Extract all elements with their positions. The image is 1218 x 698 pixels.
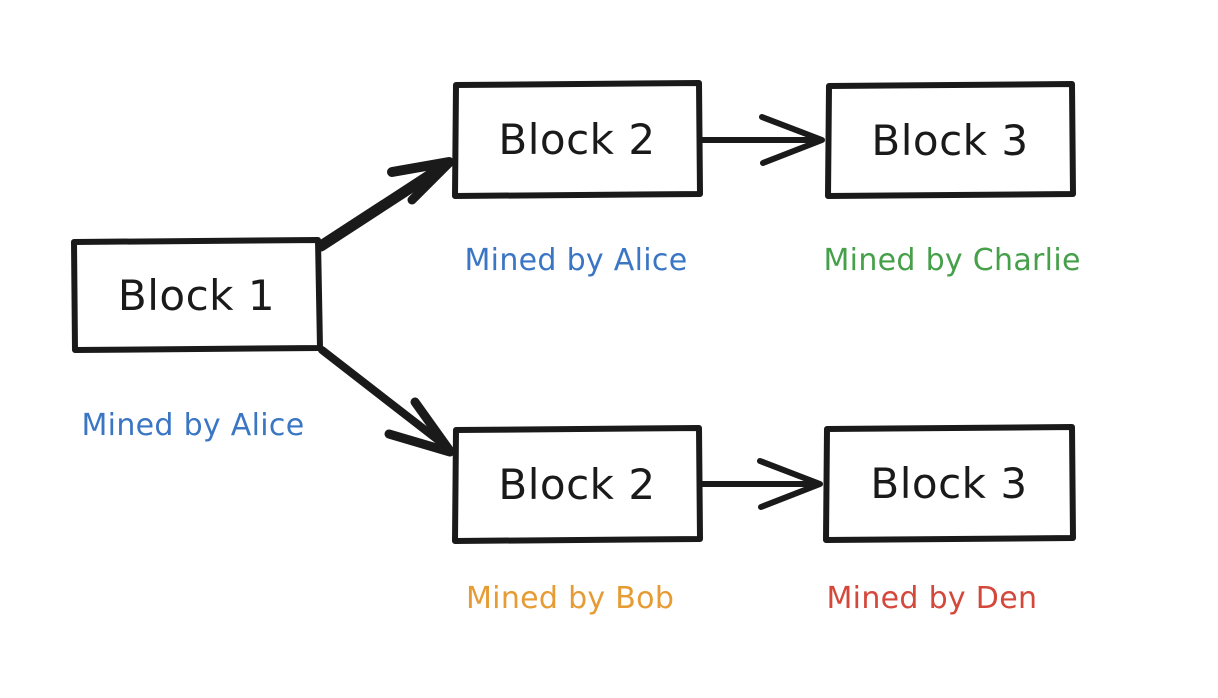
arrow-fork-up-head-upper [387,157,454,177]
miner-label-block-3-top: Mined by Charlie [823,243,1081,278]
arrow-fork-down-head-lower [384,429,455,457]
block-2-top-shape[interactable] [452,80,703,199]
miner-label-block-3-bottom: Mined by Den [826,581,1038,616]
arrow-top-chain [699,114,825,166]
block-2-bottom-label: Block 2 [498,460,656,509]
block-2-bottom-outline [452,425,703,544]
block-3-top-outline [825,81,1076,199]
arrow-top-chain-head [759,114,825,166]
block-3-bottom-label: Block 3 [870,459,1028,508]
miner-label-block-2-top: Mined by Alice [464,243,688,278]
block-2-top-outline [452,80,703,199]
arrow-bottom-chain-head [757,458,823,510]
arrow-fork-up-head-lower [407,158,454,205]
arrow-bottom-chain [699,458,823,510]
arrow-fork-down-head-upper [410,397,455,456]
block-3-top-label: Block 3 [871,115,1029,165]
block-3-top-shape[interactable] [825,81,1076,199]
block-1-label: Block 1 [117,270,276,320]
miner-label-block-2-bottom: Mined by Bob [466,581,675,616]
block-2-bottom-shape[interactable] [452,425,703,544]
block-3-bottom-shape[interactable] [823,424,1076,543]
block-3-bottom-outline [823,424,1076,543]
arrow-fork-up-shaft [315,157,453,252]
arrow-fork-down [318,346,455,457]
arrow-fork-up [315,157,454,252]
block-2-top-label: Block 2 [498,115,656,164]
miner-label-block-1: Mined by Alice [81,408,305,443]
